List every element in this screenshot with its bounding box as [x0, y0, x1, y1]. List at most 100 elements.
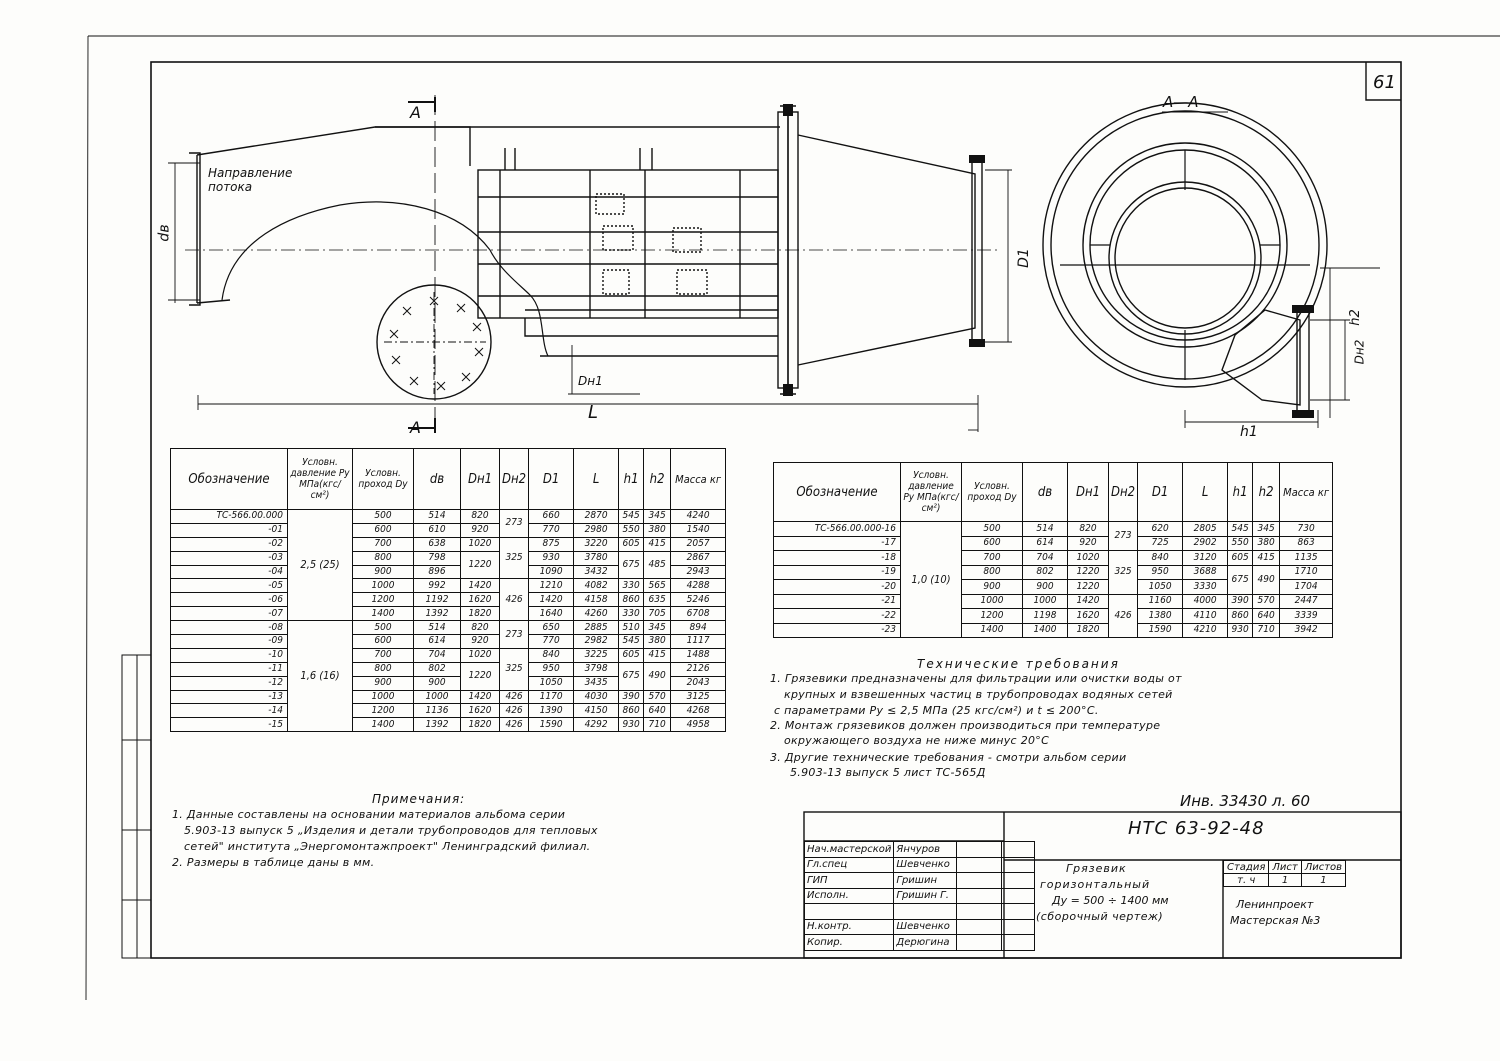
- table-row: -18 700 704 1020 325 840 3120 605 415 11…: [773, 550, 1334, 595]
- inventory-note: Инв. 33430 л. 60: [1180, 792, 1311, 810]
- notes-title: Примечания:: [372, 792, 466, 806]
- dim-dv-label: dв: [156, 224, 173, 242]
- sheet-header: Лист: [1268, 860, 1302, 874]
- tech-line: с параметрами Ру ≤ 2,5 МПа (25 кгс/см²) …: [774, 704, 1099, 717]
- organization-line: Мастерская №3: [1230, 914, 1321, 927]
- table-row: -15 1400 1392 1820 426 1590 4292 930 710…: [170, 717, 727, 733]
- col-l: L: [573, 448, 620, 510]
- table-row: -05 1000 992 1420 426 1210 4082 330 565 …: [170, 578, 727, 622]
- title-line: (сборочный чертеж): [1036, 910, 1164, 923]
- col-pressure: Условн. давление Ру МПа(кгс/см²): [287, 448, 353, 510]
- col-bore: Условн. проход Dy: [961, 462, 1023, 522]
- tech-line: окружающего воздуха не ниже минус 20°С: [784, 734, 1050, 747]
- col-dn2: Dн2: [498, 448, 530, 510]
- tech-line: крупных и взвешенных частиц в трубопрово…: [784, 688, 1173, 701]
- table-row: -19 800 802 1220 950 3688 675 490 1710: [773, 564, 1334, 595]
- col-dn1: Dн1: [1067, 462, 1109, 522]
- stage-value: т. ч: [1222, 873, 1270, 887]
- section-title: А—А: [1163, 93, 1199, 111]
- sheets-header: Листов: [1300, 860, 1347, 874]
- sheet-value: 1: [1268, 873, 1302, 887]
- title-line: Ду = 500 ÷ 1400 мм: [1052, 894, 1169, 907]
- col-mass: Масса кг: [1279, 462, 1334, 522]
- table-row: -11 800 802 1220 950 3798 675 490 2126: [170, 661, 727, 691]
- col-d1: D1: [528, 448, 575, 510]
- tech-requirements-title: Технические требования: [917, 657, 1120, 671]
- mud-trap-side-view: [185, 104, 1000, 400]
- col-h1: h1: [1227, 462, 1254, 522]
- section-mark-bottom: А: [410, 418, 421, 437]
- table-row: -17 600 614 920 725 2902 550 380 863: [773, 535, 1334, 551]
- stamp-row: [803, 903, 1036, 920]
- pressure-group-1: 2,5 (25): [287, 508, 353, 622]
- col-l: L: [1182, 462, 1229, 522]
- table-row: -04 900 896 1090 3432 2943: [170, 564, 727, 580]
- sheet-number-box: [1365, 62, 1401, 101]
- section-mark-top: А: [410, 103, 421, 122]
- dim-h1-label: h1: [1240, 424, 1258, 440]
- col-h2: h2: [643, 448, 672, 510]
- col-d1: D1: [1137, 462, 1184, 522]
- organization-line: Ленинпроект: [1236, 898, 1314, 911]
- tech-line: 2. Монтаж грязевиков должен производитьс…: [770, 719, 1161, 732]
- tech-line: 5.903-13 выпуск 5 лист ТС-565Д: [790, 766, 986, 779]
- outer-border: [85, 35, 1500, 1001]
- section-a-a-view: [1042, 102, 1380, 428]
- table-row: -14 1200 1136 1620 426 1390 4150 860 640…: [170, 703, 727, 719]
- col-h1: h1: [618, 448, 645, 510]
- dim-d1-label: D1: [1015, 248, 1032, 268]
- table-row: -03 800 798 1220 930 3780 675 485 2867: [170, 550, 727, 580]
- table-row: -09 600 614 920 770 2982 545 380 1117: [170, 634, 727, 649]
- col-h2: h2: [1252, 462, 1281, 522]
- table-row: ТС-566.00.000 2,5 (25) 500 514 820 273 6…: [170, 508, 727, 622]
- table-row: -07 1400 1392 1820 1640 4260 330 705 670…: [170, 606, 727, 622]
- col-dn2: Dн2: [1107, 462, 1139, 522]
- table-row: -21 1000 1000 1420 426 1160 4000 390 570…: [773, 593, 1334, 638]
- stamp-row: Исполн.Гришин Г.: [803, 887, 1036, 904]
- dimensions-table-side: Обозначение Условн. давление Ру МПа(кгс/…: [773, 462, 1334, 638]
- table-row: -22 1200 1198 1620 1380 4110 860 640 333…: [773, 608, 1334, 624]
- table-row: -08 1,6 (16) 500 514 820 273 650 2885 51…: [170, 620, 727, 733]
- dim-dn2-label: Dн2: [1352, 339, 1367, 365]
- table-row: -02 700 638 1020 325 875 3220 605 415 20…: [170, 536, 727, 580]
- stage-header: Стадия: [1222, 860, 1270, 874]
- dim-l-label: L: [588, 402, 599, 423]
- table-row: -01 600 610 920 770 2980 550 380 1540: [170, 522, 727, 538]
- table-row: ТС-566.00.000-16 1,0 (10) 500 514 820 27…: [773, 521, 1334, 638]
- stage-table: Стадия Лист Листов т. ч 1 1: [1222, 860, 1347, 887]
- sheets-value: 1: [1300, 873, 1347, 887]
- note-line: 2. Размеры в таблице даны в мм.: [172, 856, 375, 869]
- col-dv: dв: [1022, 462, 1068, 522]
- col-designation: Обозначение: [773, 462, 901, 522]
- dim-h2-label: h2: [1347, 309, 1363, 326]
- title-line: горизонтальный: [1040, 878, 1151, 891]
- tech-line: 1. Грязевики предназначены для фильтраци…: [770, 672, 1182, 685]
- revision-side-block: [121, 654, 152, 959]
- table-header-row: Обозначение Условн. давление Ру МПа(кгс/…: [773, 462, 1334, 522]
- stamp-row: Копир.Дерюгина: [803, 934, 1036, 951]
- tech-line: 3. Другие технические требования - смотр…: [770, 751, 1127, 764]
- dim-dn1-label: Dн1: [578, 374, 603, 388]
- note-line: 1. Данные составлены на основании матери…: [172, 808, 566, 821]
- sheet-number: 61: [1373, 72, 1396, 93]
- table-header-row: Обозначение Условн. давление Ру МПа(кгс/…: [170, 448, 727, 510]
- title-line: Грязевик: [1066, 862, 1127, 875]
- col-dn1: Dн1: [460, 448, 500, 510]
- col-designation: Обозначение: [170, 448, 288, 510]
- inner-frame: [150, 61, 1402, 959]
- note-line: сетей" института „Энергомонтажпроект" Ле…: [184, 840, 591, 853]
- document-code: НТС 63-92-48: [1128, 818, 1265, 839]
- note-line: 5.903-13 выпуск 5 „Изделия и детали труб…: [184, 824, 598, 837]
- dimension-lines: [168, 95, 1012, 433]
- stamp-row: Н.контр.Шевченко: [803, 918, 1036, 935]
- col-bore: Условн. проход Dy: [352, 448, 414, 510]
- table-row: -10 700 704 1020 325 840 3225 605 415 14…: [170, 647, 727, 691]
- col-dv: dв: [413, 448, 461, 510]
- table-row: -23 1400 1400 1820 1590 4210 930 710 394…: [773, 622, 1334, 638]
- col-mass: Масса кг: [670, 448, 727, 510]
